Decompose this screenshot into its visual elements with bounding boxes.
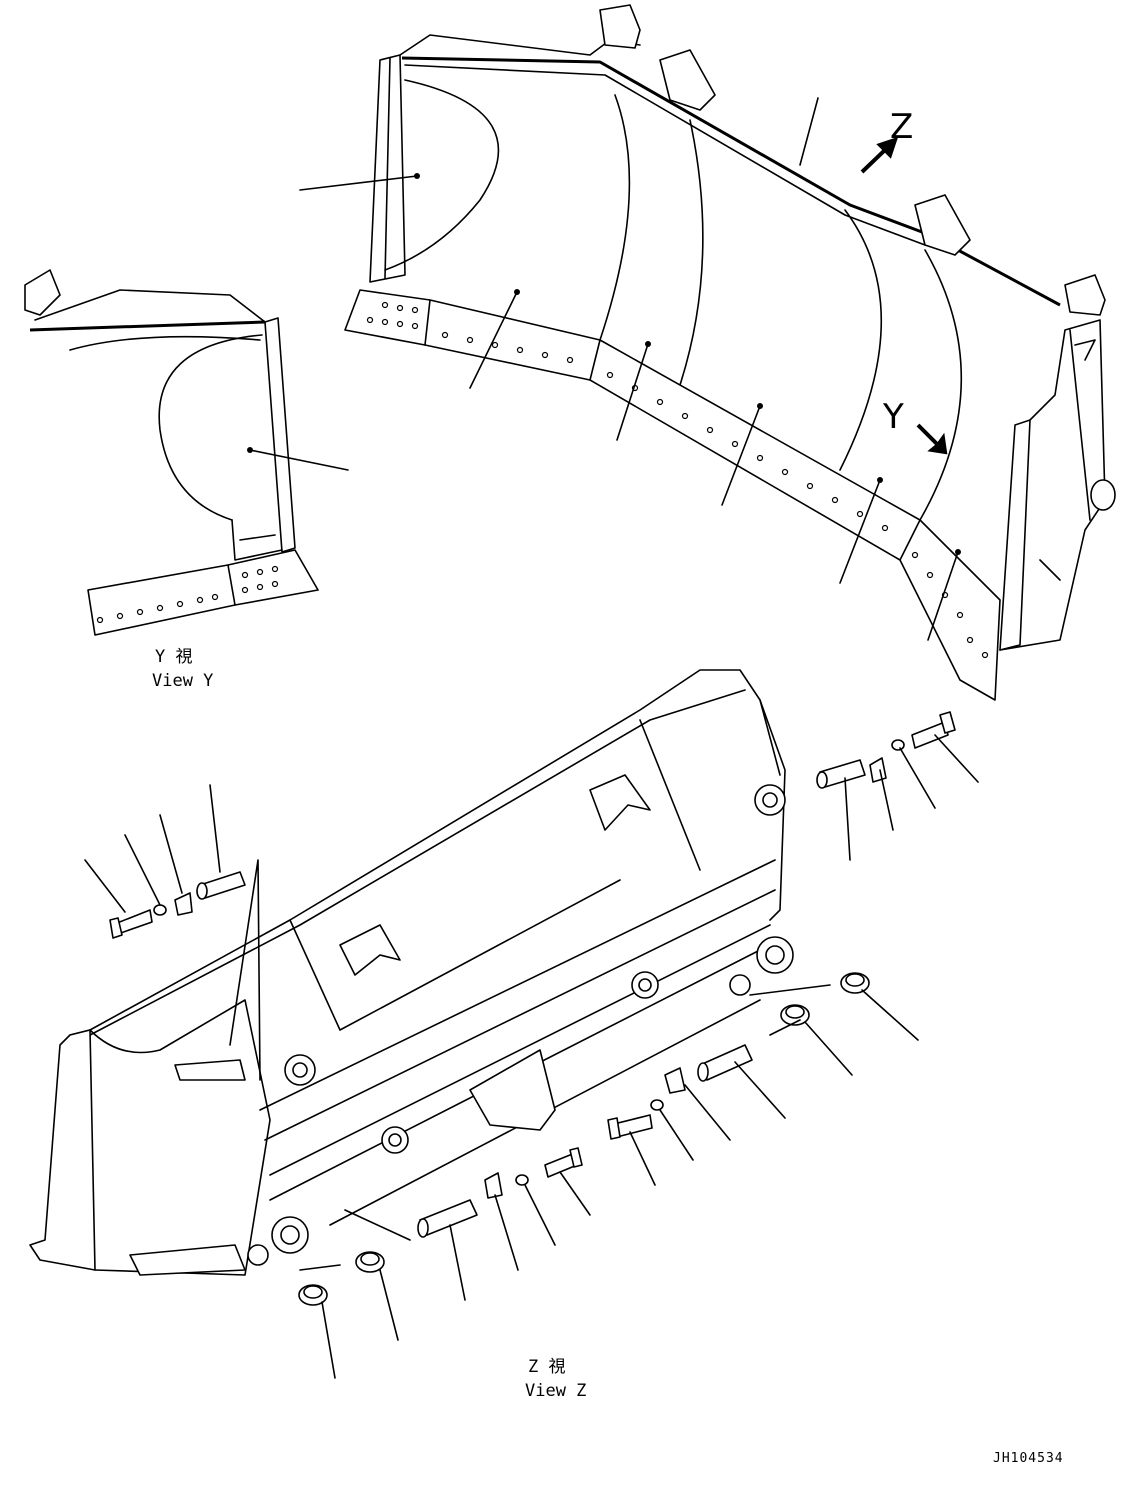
parts-lower-middle bbox=[229, 859, 919, 1379]
view-z-caption-jp: Z 視 bbox=[528, 1357, 565, 1377]
view-y-detail: Y 視 View Y bbox=[24, 269, 349, 691]
drawing-code: JH104534 bbox=[993, 1451, 1064, 1466]
view-y-arrow: Y bbox=[882, 397, 948, 455]
leader-lines-top bbox=[299, 97, 961, 641]
view-y-caption-en: View Y bbox=[152, 671, 213, 691]
view-y-holes bbox=[96, 565, 279, 624]
blade-assembly-top: Z Y bbox=[299, 4, 1116, 701]
view-z-arrow-label: Z bbox=[890, 107, 913, 147]
parts-left-top bbox=[84, 784, 246, 939]
pin-bosses bbox=[247, 784, 794, 1266]
view-z-detail: Z 視 View Z bbox=[29, 669, 979, 1401]
view-z-caption-en: View Z bbox=[525, 1381, 586, 1401]
view-y-arrow-label: Y bbox=[882, 397, 904, 437]
cutting-edge-holes bbox=[366, 301, 989, 659]
view-z-arrow: Z bbox=[860, 107, 913, 174]
view-y-caption-jp: Y 視 bbox=[155, 647, 192, 667]
parts-right-top bbox=[816, 711, 979, 861]
